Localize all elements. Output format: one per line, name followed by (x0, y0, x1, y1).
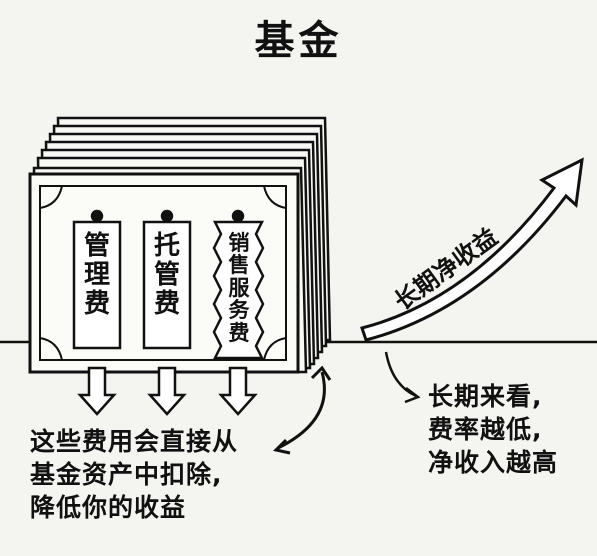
right-caption-line: 长期来看, (428, 382, 543, 411)
double-arrow-icon (272, 365, 332, 455)
left-caption-line: 降低你的收益 (30, 493, 187, 522)
fee-label-management: 管理费 (83, 231, 110, 320)
fee-tag-sales (212, 209, 265, 360)
fee-tag-management (72, 209, 122, 350)
fee-label-custody: 托管费 (153, 231, 180, 320)
fee-tag-custody (142, 209, 192, 350)
left-caption: 这些费用会直接从 基金资产中扣除, 降低你的收益 (30, 425, 238, 524)
rising-arrow-icon (360, 157, 584, 342)
right-caption-line: 净收入越高 (428, 448, 559, 477)
fee-label-sales: 销售服务费 (228, 231, 250, 345)
page-title: 基金 (254, 18, 343, 64)
left-caption-line: 这些费用会直接从 (30, 427, 239, 456)
curved-arrow-icon (384, 351, 421, 404)
down-arrow-icon (77, 366, 258, 416)
right-caption: 长期来看, 费率越低, 净收入越高 (428, 380, 558, 479)
left-caption-line: 基金资产中扣除, (30, 460, 223, 489)
right-caption-line: 费率越低, (428, 415, 543, 444)
